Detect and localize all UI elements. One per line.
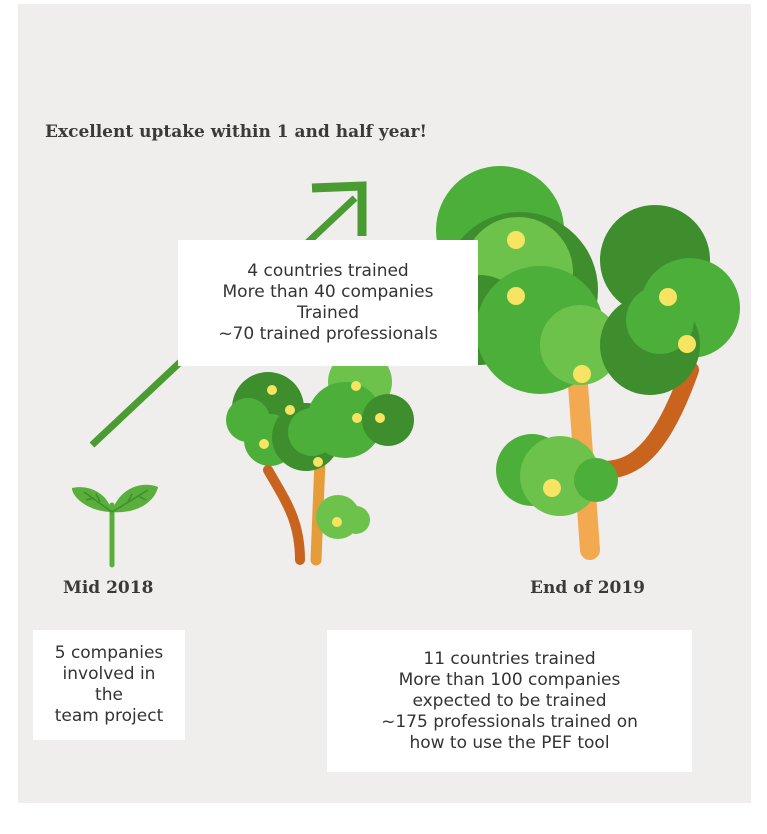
end-line-4: ~175 professionals trained on [381,711,638,732]
start-line-2: involved in [62,664,156,684]
end-line-1: 11 countries trained [423,648,596,669]
end-line-2: More than 100 companies [398,669,621,690]
start-line-3: the [95,685,123,705]
start-line-4: team project [54,706,164,726]
end-line-5: how to use the PEF tool [409,732,610,753]
middle-line-3: Trained [296,303,360,323]
middle-line-2: More than 40 companies [222,282,434,302]
end-line-3: expected to be trained [412,690,607,711]
headline: Excellent uptake within 1 and half year! [45,122,427,142]
middle-line-1: 4 countries trained [247,261,409,281]
end-milestone-label: End of 2019 [530,578,646,598]
start-line-1: 5 companies [54,643,164,663]
end-summary-box: 11 countries trained More than 100 compa… [327,630,692,772]
middle-summary-box: 4 countries trained More than 40 compani… [178,240,478,366]
small-tree-icon [226,350,414,566]
middle-line-4: ~70 trained professionals [218,324,438,344]
start-milestone-label: Mid 2018 [63,578,154,598]
sprout-icon [72,484,158,568]
start-summary-box: 5 companies involved in the team project [33,630,185,740]
large-tree-icon [435,166,740,560]
